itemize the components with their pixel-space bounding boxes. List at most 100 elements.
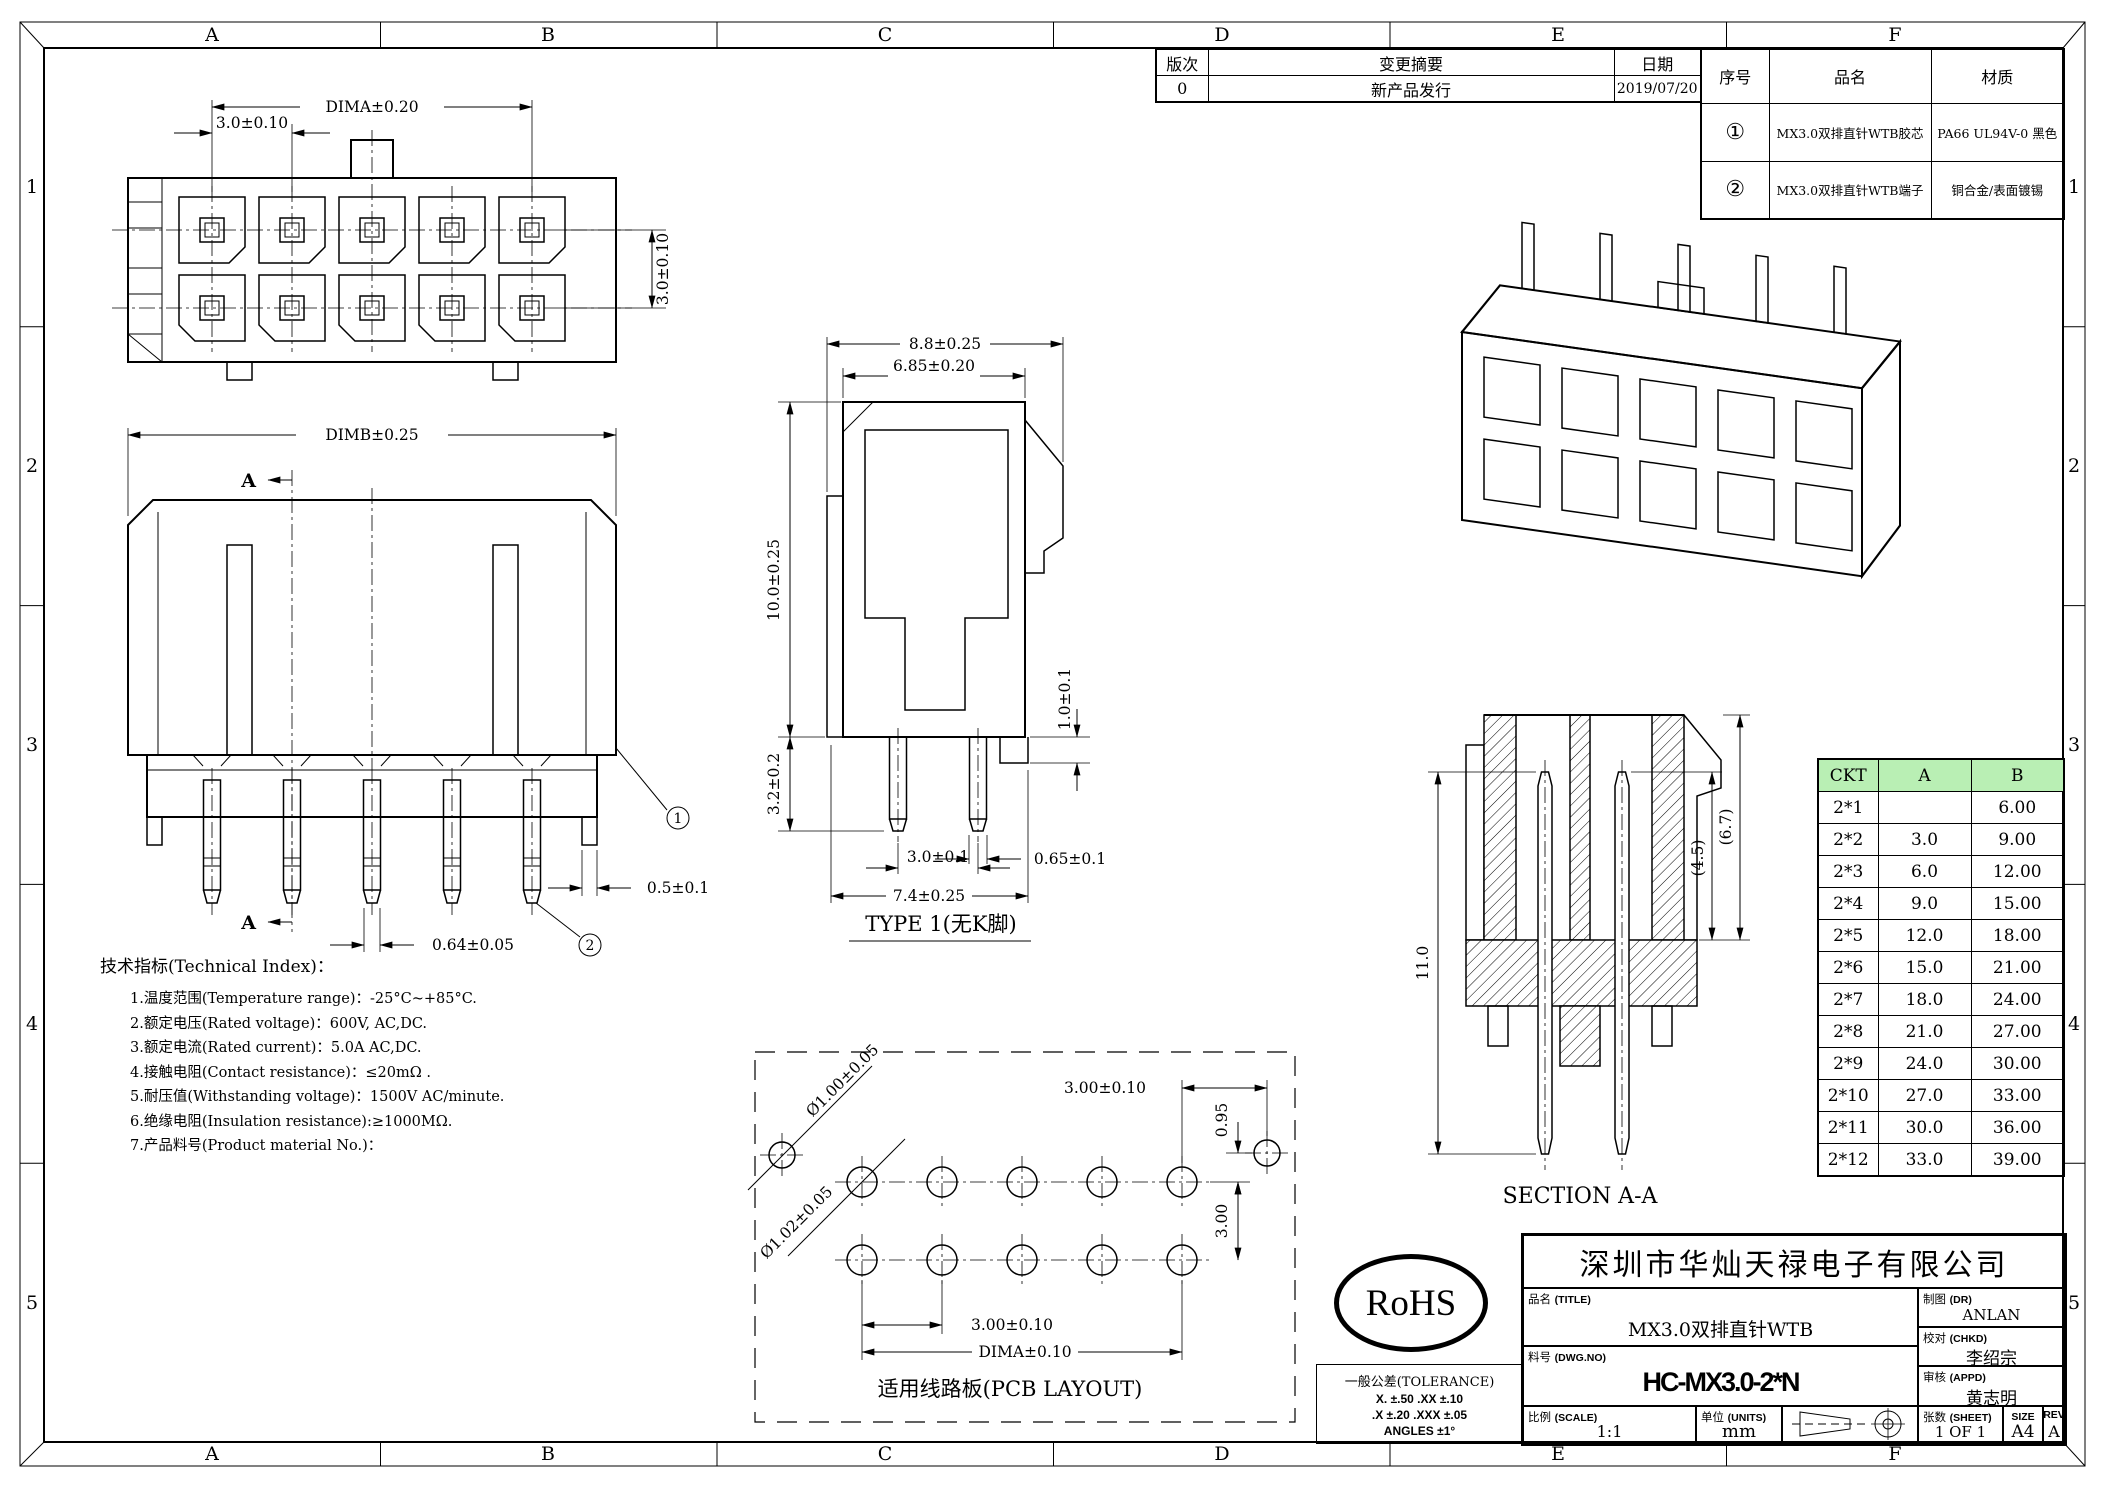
dr-label: 制图 (DR)	[1923, 1292, 1972, 1306]
parts-col-no: 序号	[1700, 48, 1770, 104]
zone-letter: F	[1888, 1443, 1902, 1465]
revision-col-summary: 变更摘要	[1207, 48, 1615, 76]
revision-col-rev: 版次	[1155, 48, 1209, 76]
ckt-cell: 15.0	[1877, 951, 1972, 984]
dim-pitch-type1: 3.0±0.1	[907, 848, 969, 866]
ckt-cell: 2*9	[1817, 1047, 1879, 1080]
ckt-cell: 15.00	[1970, 887, 2065, 920]
dim-pitch: 3.0±0.10	[216, 114, 288, 132]
ckt-cell: 2*12	[1817, 1143, 1879, 1177]
ckt-cell: 2*11	[1817, 1111, 1879, 1144]
dim-065: 0.65±0.1	[1034, 850, 1106, 868]
section-label: SECTION A-A	[1503, 1184, 1659, 1209]
ckt-cell: 18.0	[1877, 983, 1972, 1016]
ckt-header: CKT	[1817, 758, 1879, 792]
sheet-cell: 张数 (SHEET) 1 OF 1	[1918, 1406, 2003, 1444]
parts-row: ② MX3.0双排直针WTB端子 铜合金/表面镀锡	[1700, 160, 2065, 220]
dim-pcb-top: 3.00±0.10	[1064, 1079, 1146, 1097]
rev-label: REV	[2043, 1409, 2065, 1421]
revision-rev: 0	[1155, 75, 1209, 103]
dim-100: 10.0±0.25	[765, 539, 783, 621]
dwgno-value: HC-MX3.0-2*N	[1642, 1367, 1800, 1397]
tolerance-box: 一般公差(TOLERANCE) X. ±.50 .XX ±.10 .X ±.20…	[1316, 1364, 1523, 1444]
dim-pcb-bottom: 3.00±0.10	[971, 1316, 1053, 1334]
parts-material: PA66 UL94V-0 黑色	[1930, 102, 2065, 162]
zone-number: 5	[2067, 1292, 2081, 1314]
zone-letter: D	[1214, 24, 1230, 46]
title-block: 深圳市华灿天禄电子有限公司 品名 (TITLE) MX3.0双排直针WTB 料号…	[1521, 1233, 2067, 1446]
parts-no: ①	[1700, 102, 1770, 162]
ckt-cell: 24.00	[1970, 983, 2065, 1016]
scale-value: 1:1	[1596, 1422, 1623, 1441]
rohs-label: RoHS	[1365, 1282, 1457, 1324]
dim-67: (6.7)	[1717, 809, 1735, 846]
company-name: 深圳市华灿天禄电子有限公司	[1523, 1235, 2065, 1288]
parts-row: ① MX3.0双排直针WTB胶芯 PA66 UL94V-0 黑色	[1700, 102, 2065, 162]
ckt-cell: 2*5	[1817, 919, 1879, 952]
technical-index-item: 6.绝缘电阻(Insulation resistance):≥1000MΩ.	[130, 1113, 453, 1130]
ckt-cell: 2*4	[1817, 887, 1879, 920]
technical-index: 技术指标(Technical Index)： 1.温度范围(Temperatur…	[100, 952, 620, 1159]
zone-number: 3	[2067, 734, 2081, 756]
scale-label: 比例 (SCALE)	[1528, 1410, 1598, 1424]
dim-hole-b: Ø1.02±0.05	[757, 1183, 837, 1263]
ckt-cell: 27.00	[1970, 1015, 2065, 1048]
ckt-cell: 33.00	[1970, 1079, 2065, 1112]
ckt-cell: 2*8	[1817, 1015, 1879, 1048]
chkd-value: 李绍宗	[1966, 1349, 2017, 1369]
ckt-cell: 6.0	[1877, 855, 1972, 888]
size-value: A4	[2011, 1422, 2035, 1442]
ckt-cell: 2*1	[1817, 791, 1879, 824]
revision-date: 2019/07/20	[1613, 75, 1702, 103]
title-value: MX3.0双排直针WTB	[1627, 1319, 1814, 1341]
zone-ticks	[20, 22, 2085, 1466]
technical-index-item: 3.额定电流(Rated current)：5.0A AC,DC.	[130, 1040, 422, 1056]
ckt-cell: 18.00	[1970, 919, 2065, 952]
dim-74: 7.4±0.25	[893, 887, 965, 905]
ckt-header: B	[1970, 758, 2065, 792]
zone-number: 2	[2067, 455, 2081, 477]
pcb-label: 适用线路板(PCB LAYOUT)	[878, 1377, 1143, 1401]
type1-view: 8.8±0.25 6.85±0.20 10.0±0.25 3.2±0.2 3.0…	[765, 335, 1106, 942]
zone-letter: E	[1551, 24, 1565, 46]
ckt-cell: 2*10	[1817, 1079, 1879, 1112]
parts-material: 铜合金/表面镀锡	[1930, 160, 2065, 220]
dim-10: 1.0±0.1	[1056, 668, 1074, 730]
zone-number: 3	[25, 734, 39, 756]
dr-cell: 制图 (DR) ANLAN	[1918, 1288, 2065, 1327]
dim-pin-width: 0.64±0.05	[432, 936, 514, 954]
ckt-cell: 12.00	[1970, 855, 2065, 888]
ckt-cell: 27.0	[1877, 1079, 1972, 1112]
zone-letter: C	[877, 1443, 893, 1465]
dim-pcb-offset: 0.95	[1213, 1103, 1231, 1138]
ckt-cell	[1877, 791, 1972, 824]
dim-45: (4.5)	[1689, 840, 1707, 877]
revision-table: 版次 变更摘要 日期 0 新产品发行 2019/07/20	[1155, 48, 1702, 103]
appd-cell: 审核 (APPD) 黄志明	[1918, 1366, 2065, 1409]
zone-letter: B	[541, 1443, 555, 1465]
dim-pcb-row: 3.00	[1213, 1204, 1231, 1239]
zone-letter: F	[1888, 24, 1902, 46]
dim-hole-a: Ø1.00±0.05	[803, 1041, 883, 1121]
revision-row: 0 新产品发行 2019/07/20	[1155, 75, 1702, 103]
sheet-frame	[19, 21, 2086, 1467]
size-cell: SIZE A4	[2003, 1406, 2043, 1444]
ckt-cell: 9.00	[1970, 823, 2065, 856]
ckt-cell: 2*3	[1817, 855, 1879, 888]
technical-index-item: 7.产品料号(Product material No.)：	[130, 1138, 383, 1154]
rev-value: A	[2048, 1422, 2060, 1441]
zone-letter: B	[541, 24, 555, 46]
rev-cell: REV A	[2043, 1406, 2065, 1444]
ckt-header: A	[1877, 758, 1972, 792]
dim-dima: DIMA±0.20	[325, 98, 418, 116]
